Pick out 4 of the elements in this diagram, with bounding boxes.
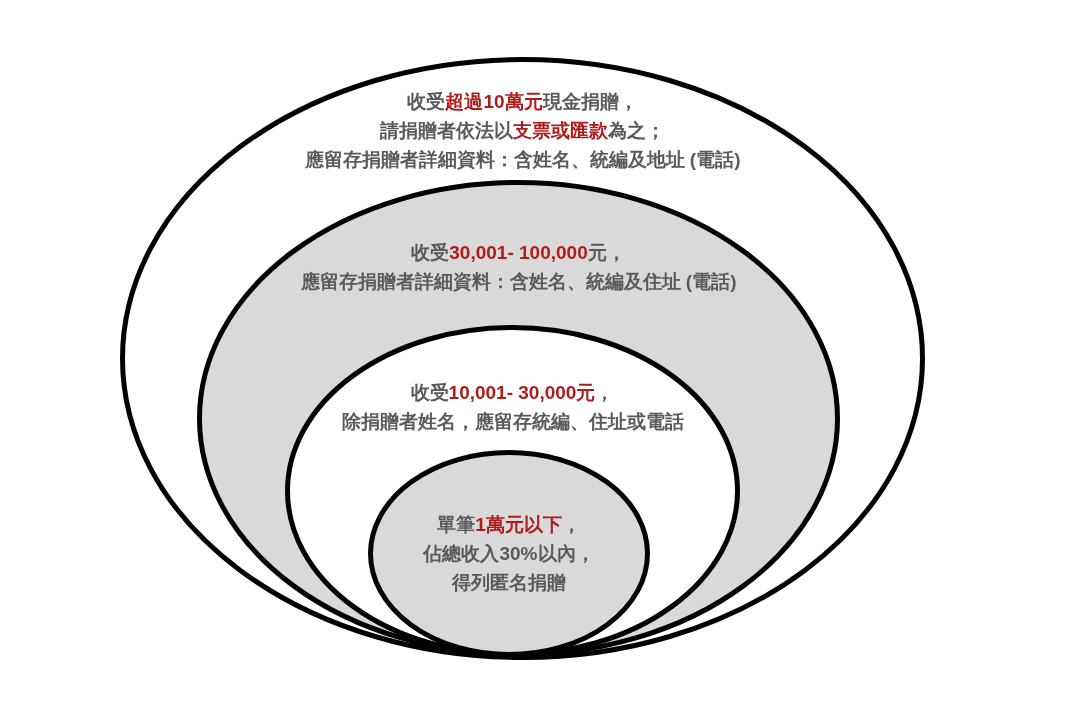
tier-description: 收受30,001- 100,000元，應留存捐贈者詳細資料：含姓名、統編及住址 (電話) bbox=[299, 241, 738, 294]
tier-description: 單筆1萬元以下，佔總收入30%以內，得列匿名捐贈 bbox=[421, 513, 596, 595]
tier-description: 收受10,001- 30,000元，除捐贈者姓名，應留存統編、住址或電話 bbox=[340, 381, 685, 434]
tier-description: 收受超過10萬元現金捐贈，請捐贈者依法以支票或匯款為之；應留存捐贈者詳細資料：含姓名、統編及地址 (電話) bbox=[303, 90, 742, 172]
